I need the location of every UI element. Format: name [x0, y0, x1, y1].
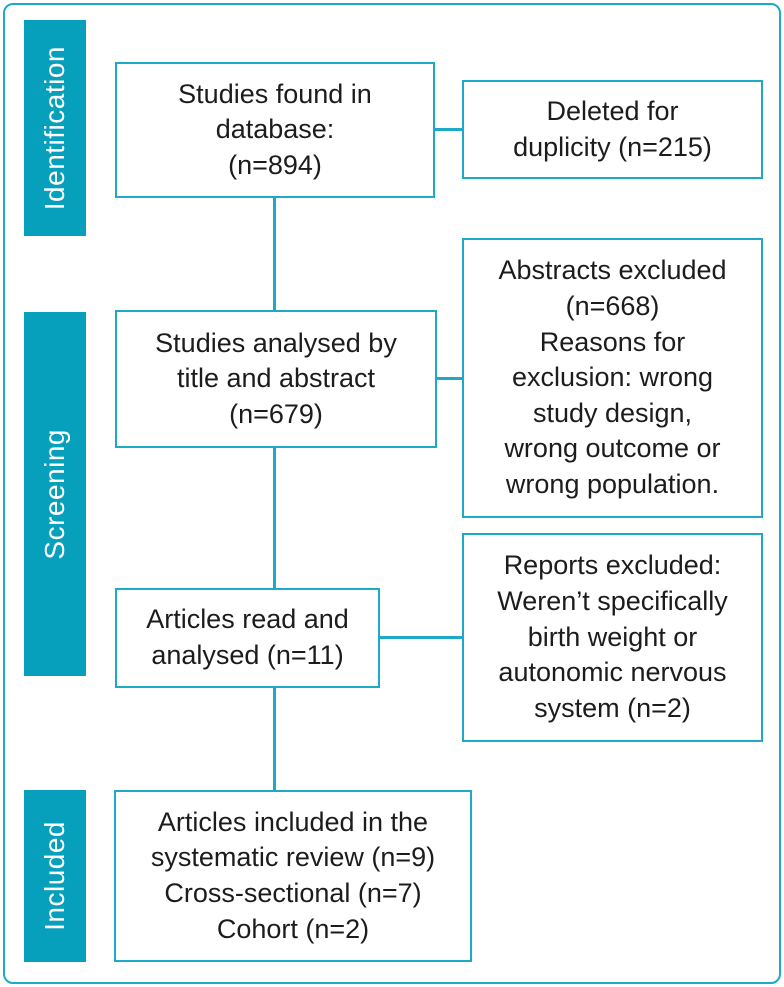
stage-label-screening-text: Screening	[39, 428, 70, 560]
connector-found-to-duplicates	[434, 128, 463, 131]
side-box-reports-excluded-text: Reports excluded: Weren’t specifically b…	[497, 550, 728, 723]
stage-label-identification-text: Identification	[39, 45, 70, 211]
flow-box-studies-found: Studies found in database: (n=894)	[115, 62, 435, 198]
stage-label-identification: Identification	[24, 20, 86, 236]
connector-read-to-reports-excluded	[379, 636, 463, 639]
connector-title-abstract-to-abstracts-excluded	[436, 377, 463, 380]
connector-read-to-included	[273, 687, 276, 791]
connector-found-to-title-abstract	[273, 197, 276, 311]
flow-box-studies-analysed: Studies analysed by title and abstract (…	[115, 310, 437, 448]
stage-label-included: Included	[24, 790, 86, 962]
stage-label-included-text: Included	[39, 821, 70, 931]
flow-box-studies-found-text: Studies found in database: (n=894)	[178, 78, 372, 180]
flow-box-articles-read-text: Articles read and analysed (n=11)	[146, 604, 349, 670]
flow-box-studies-analysed-text: Studies analysed by title and abstract (…	[155, 327, 397, 429]
stage-label-screening: Screening	[24, 312, 86, 676]
flow-box-articles-included-text: Articles included in the systematic revi…	[150, 806, 436, 944]
side-box-abstracts-excluded: Abstracts excluded (n=668) Reasons for e…	[462, 238, 763, 518]
side-box-reports-excluded: Reports excluded: Weren’t specifically b…	[462, 533, 763, 742]
side-box-deleted-duplicity-text: Deleted for duplicity (n=215)	[513, 95, 712, 162]
flow-box-articles-included: Articles included in the systematic revi…	[114, 790, 472, 962]
side-box-deleted-duplicity: Deleted for duplicity (n=215)	[462, 80, 763, 179]
diagram-outer-border	[3, 3, 781, 984]
connector-title-abstract-to-read	[273, 447, 276, 589]
flow-box-articles-read: Articles read and analysed (n=11)	[115, 588, 380, 688]
side-box-abstracts-excluded-text: Abstracts excluded (n=668) Reasons for e…	[498, 255, 727, 500]
